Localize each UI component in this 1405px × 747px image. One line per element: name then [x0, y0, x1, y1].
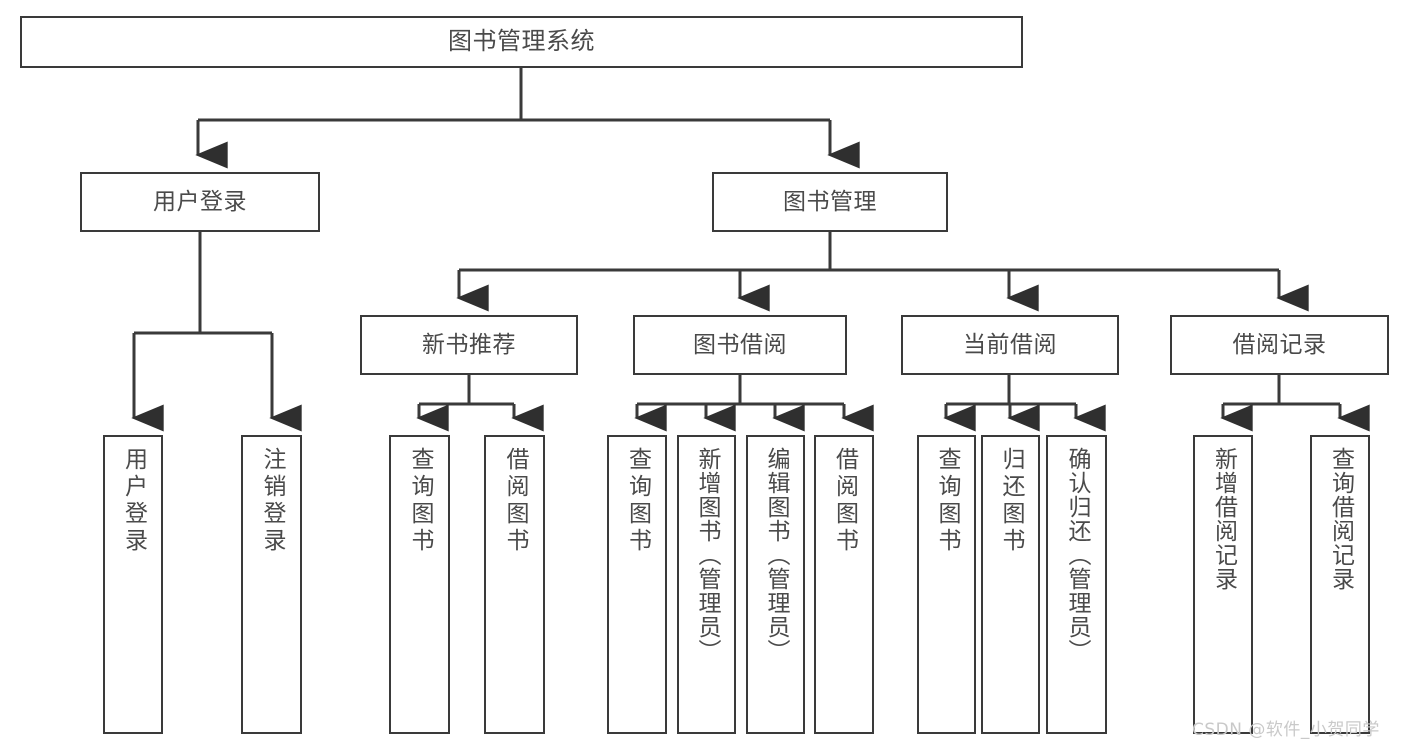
node-leaf-label: 确认归还（管理员）: [1064, 447, 1090, 663]
node-level3-3[interactable]: 借阅记录: [1170, 315, 1389, 375]
node-level3-0[interactable]: 新书推荐: [360, 315, 578, 375]
node-level2-1[interactable]: 图书管理: [712, 172, 948, 232]
node-leaf-label: 查询借阅记录: [1327, 447, 1354, 591]
node-level3-2[interactable]: 当前借阅: [901, 315, 1119, 375]
node-leaf-1[interactable]: 注销登录: [241, 435, 302, 734]
node-leaf-label: 编辑图书（管理员）: [763, 447, 789, 663]
node-leaf-10[interactable]: 确认归还（管理员）: [1046, 435, 1107, 734]
node-leaf-2[interactable]: 查询图书: [389, 435, 450, 734]
node-leaf-11[interactable]: 新增借阅记录: [1193, 435, 1253, 734]
node-level3-label: 借阅记录: [1232, 331, 1327, 358]
node-level3-label: 新书推荐: [422, 331, 516, 358]
node-leaf-label: 新增图书（管理员）: [694, 447, 720, 663]
node-level2-0[interactable]: 用户登录: [80, 172, 320, 232]
node-leaf-label: 新增借阅记录: [1210, 447, 1237, 591]
node-leaf-label: 查询图书: [624, 447, 651, 555]
node-leaf-9[interactable]: 归还图书: [981, 435, 1040, 734]
node-leaf-label: 归还图书: [998, 447, 1024, 555]
node-level2-label: 图书管理: [783, 188, 877, 215]
node-leaf-label: 查询图书: [934, 447, 960, 555]
node-leaf-0[interactable]: 用户登录: [103, 435, 163, 734]
node-leaf-label: 用户登录: [120, 447, 147, 555]
node-leaf-12[interactable]: 查询借阅记录: [1310, 435, 1370, 734]
node-level2-label: 用户登录: [153, 188, 247, 215]
node-leaf-8[interactable]: 查询图书: [917, 435, 976, 734]
node-level3-label: 当前借阅: [963, 331, 1057, 358]
csdn-watermark: CSDN @软件_小贺同学: [1192, 720, 1380, 740]
node-leaf-7[interactable]: 借阅图书: [814, 435, 874, 734]
node-level3-label: 图书借阅: [693, 331, 787, 358]
node-leaf-label: 注销登录: [259, 447, 285, 555]
node-leaf-5[interactable]: 新增图书（管理员）: [677, 435, 736, 734]
node-leaf-4[interactable]: 查询图书: [607, 435, 667, 734]
node-leaf-label: 查询图书: [407, 447, 433, 555]
node-leaf-label: 借阅图书: [831, 447, 858, 555]
node-leaf-label: 借阅图书: [502, 447, 528, 555]
node-leaf-6[interactable]: 编辑图书（管理员）: [746, 435, 805, 734]
node-root[interactable]: 图书管理系统: [20, 16, 1023, 68]
node-level3-1[interactable]: 图书借阅: [633, 315, 847, 375]
node-leaf-3[interactable]: 借阅图书: [484, 435, 545, 734]
node-root-label: 图书管理系统: [448, 27, 595, 56]
